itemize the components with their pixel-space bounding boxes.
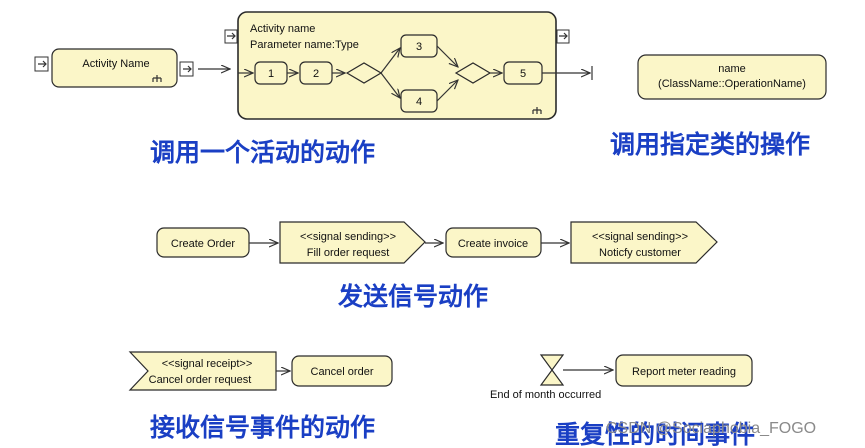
watermark: CSDN @Sociaphobia_FOGO — [606, 420, 816, 437]
hourglass-icon[interactable] — [539, 354, 565, 386]
pin-arrow-icon — [227, 32, 236, 40]
step-label-5: 5 — [520, 68, 526, 80]
step-label-2: 2 — [313, 68, 319, 80]
caption-accept-signal: 接收信号事件的动作 — [150, 413, 375, 442]
flow-arrow — [436, 45, 458, 67]
accept-signal-shape[interactable] — [128, 351, 277, 391]
pin-arrow-icon — [559, 32, 568, 40]
flow-arrow — [380, 72, 400, 98]
call-activity-node[interactable]: Activity Name — [34, 48, 194, 88]
accept-signal-name: Cancel order request — [149, 374, 252, 386]
signal-send-shape-1[interactable] — [279, 221, 426, 264]
send-signal-section: Create Order <<signal sending>> Fill ord… — [156, 221, 718, 311]
accept-signal-stereotype: <<signal receipt>> — [162, 358, 253, 370]
signal-send-name-1: Fill order request — [307, 247, 390, 259]
signal-send-stereotype-2: <<signal sending>> — [592, 231, 688, 243]
time-event-label: End of month occurred — [490, 389, 601, 401]
call-activity-label: Activity Name — [82, 58, 149, 70]
operation-signature: (ClassName::OperationName) — [658, 78, 806, 90]
call-operation-section: name (ClassName::OperationName) 调用指定类的操作 — [610, 54, 827, 159]
create-order-label: Create Order — [171, 238, 236, 250]
create-invoice-label: Create invoice — [458, 238, 528, 250]
call-activity-section: Activity Name Activity name Parameter na… — [34, 11, 593, 167]
time-event-section: End of month occurred Report meter readi… — [490, 354, 755, 448]
signal-send-shape-2[interactable] — [570, 221, 718, 264]
flow-arrow — [380, 48, 400, 74]
accept-signal-section: <<signal receipt>> Cancel order request … — [128, 351, 393, 442]
call-operation-node[interactable] — [637, 54, 827, 100]
activity-parameter: Parameter name:Type — [250, 39, 359, 51]
flow-arrow — [436, 80, 458, 102]
rake-icon — [152, 75, 162, 82]
cancel-order-node[interactable] — [291, 355, 393, 387]
activity-container[interactable]: Activity name Parameter name:Type 1 2 3 … — [224, 11, 593, 120]
activity-frame — [237, 11, 557, 120]
step-label-3: 3 — [416, 41, 422, 53]
pin-arrow-icon — [183, 65, 192, 73]
call-activity-box — [51, 48, 178, 88]
pin-arrow-icon — [38, 60, 47, 68]
operation-name: name — [718, 63, 746, 75]
report-meter-label: Report meter reading — [632, 366, 736, 378]
step-label-4: 4 — [416, 96, 422, 108]
rake-icon — [532, 107, 542, 114]
report-meter-node[interactable] — [615, 354, 753, 387]
step-label-1: 1 — [268, 68, 274, 80]
caption-call-activity: 调用一个活动的动作 — [150, 138, 375, 167]
activity-title: Activity name — [250, 23, 315, 35]
caption-time-event: 重复性的时间事件 — [555, 420, 755, 448]
caption-call-operation: 调用指定类的操作 — [610, 130, 810, 159]
cancel-order-label: Cancel order — [311, 366, 374, 378]
signal-send-name-2: Noticfy customer — [599, 247, 681, 259]
signal-send-stereotype-1: <<signal sending>> — [300, 231, 396, 243]
caption-send-signal: 发送信号动作 — [337, 282, 488, 311]
